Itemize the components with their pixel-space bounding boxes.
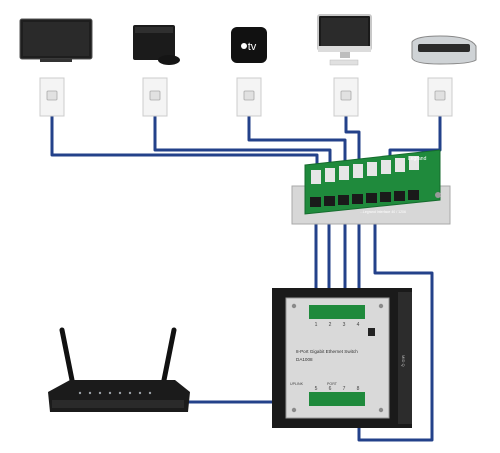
game-console-device [133,25,180,65]
panel-punchdown-blocks [311,156,419,184]
plate-screw-br [378,407,384,413]
cable-computer [344,107,361,175]
power-jack-icon [368,328,375,336]
router-leds [78,391,152,395]
computer-device [317,14,372,66]
switch-port-label: PORT [327,382,338,386]
cable-port8-loop [357,215,434,442]
ethernet-switch: 1 2 3 4 8-Port Gigabit Ethernet Switch D… [272,288,412,428]
switch-bottom-ports: UPLINK PORT 5 6 7 8 [290,382,365,406]
wall-plate-tv [39,77,65,117]
panel-jacks [310,190,419,207]
switch-port-4-label: 4 [357,322,360,328]
switch-port-1-label: 1 [315,322,318,328]
apple-tv-logo: tv [248,41,257,53]
wall-plate-apple-tv [236,77,262,117]
plate-screw-tl [291,303,297,309]
switch-side-label: MID Q [401,355,406,367]
switch-port-7-label: 7 [343,386,346,392]
patch-panel: Legrand ...Legrand Interface 40 / 1206 [291,149,451,225]
tv-stand [40,59,72,62]
apple-logo-icon [241,43,247,49]
plate-screw-bl [291,407,297,413]
monitor-stand [340,52,350,58]
wifi-router [48,327,190,412]
switch-port-2-label: 2 [329,322,332,328]
tv-device [19,18,93,62]
console-body [133,25,175,60]
wall-plate-printer [427,77,453,117]
printer-device [411,35,477,65]
switch-model: DA1008 [296,357,313,362]
panel-brand: Legrand [408,156,427,162]
router-antenna-right [161,327,177,383]
plate-screw-tr [378,303,384,309]
switch-port-8-label: 8 [357,386,360,392]
switch-port-6-label: 6 [329,386,332,392]
switch-top-ports: 1 2 3 4 [309,305,365,328]
panel-caption: ...Legrand Interface 40 / 1206 [360,210,406,214]
switch-uplink-label: UPLINK [290,382,304,386]
switch-port-5-label: 5 [315,386,318,392]
wall-plates [39,77,453,117]
controller-icon [158,55,180,65]
router-antenna-left [59,327,75,383]
wall-plate-computer [333,77,359,117]
switch-enclosure-side [398,292,412,424]
wall-plate-console [142,77,168,117]
cable-apple-tv [247,107,347,175]
apple-tv-device: tv [231,27,267,63]
panel-screw-icon [435,192,441,198]
keyboard [329,59,359,66]
switch-title: 8-Port Gigabit Ethernet Switch [296,349,358,354]
switch-port-3-label: 3 [343,322,346,328]
